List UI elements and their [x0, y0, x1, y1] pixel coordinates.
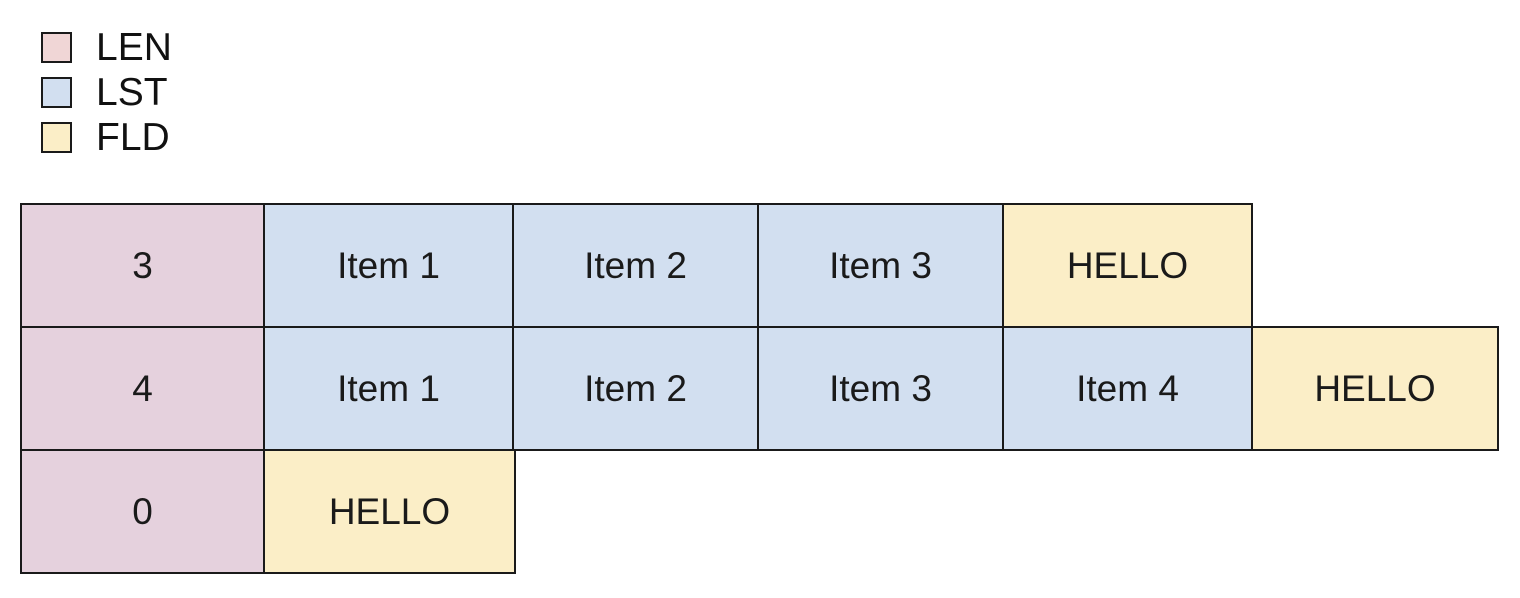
grid-cell-lst: Item 3 — [757, 203, 1004, 328]
legend-swatch-len-icon — [41, 32, 72, 63]
grid-cell-lst: Item 4 — [1002, 326, 1253, 451]
grid-cell-len: 4 — [20, 326, 265, 451]
grid-cell-lst: Item 1 — [263, 326, 514, 451]
grid-cell-lst: Item 2 — [512, 203, 759, 328]
legend-swatch-fld-icon — [41, 122, 72, 153]
legend-item-fld: FLD — [41, 115, 172, 160]
legend-item-lst: LST — [41, 70, 172, 115]
grid-cell-lst: Item 3 — [757, 326, 1004, 451]
grid-cell-len: 3 — [20, 203, 265, 328]
grid-cell-fld: HELLO — [1251, 326, 1499, 451]
legend-item-len: LEN — [41, 25, 172, 70]
grid-cell-lst: Item 1 — [263, 203, 514, 328]
grid-cell-fld: HELLO — [1002, 203, 1253, 328]
legend-swatch-lst-icon — [41, 77, 72, 108]
grid-cell-fld: HELLO — [263, 449, 516, 574]
legend-label: LEN — [96, 26, 172, 69]
legend-label: FLD — [96, 116, 170, 159]
legend-label: LST — [96, 71, 168, 114]
grid-cell-len: 0 — [20, 449, 265, 574]
grid-cell-lst: Item 2 — [512, 326, 759, 451]
